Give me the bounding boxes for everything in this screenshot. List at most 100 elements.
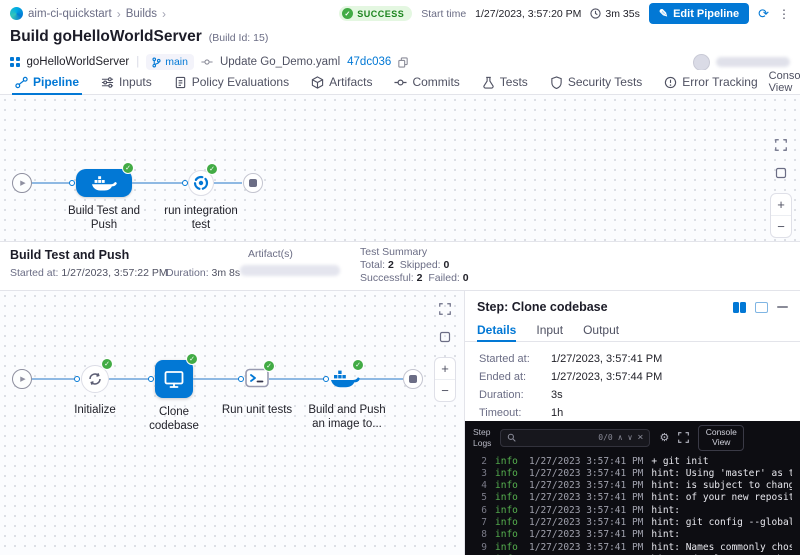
log-body[interactable]: 2info1/27/2023 3:57:41 PM+ git init 3inf… — [465, 455, 800, 555]
fit-view-icon[interactable] — [437, 329, 453, 345]
more-options-icon[interactable]: ⋮ — [778, 7, 790, 21]
artifact-value-redacted — [240, 265, 340, 276]
stage-name: Build Test and Push — [10, 248, 129, 262]
search-close-icon[interactable]: × — [637, 433, 643, 443]
step-node-run-unit-tests[interactable] — [245, 368, 269, 393]
copy-icon[interactable] — [398, 57, 408, 68]
node-port — [323, 376, 329, 382]
fullscreen-icon[interactable] — [437, 301, 453, 317]
tab-policy-evaluations[interactable]: Policy Evaluations — [163, 70, 300, 94]
step-label[interactable]: Initialize — [55, 403, 135, 417]
tab-inputs[interactable]: Inputs — [90, 70, 163, 94]
commit-message: Update Go_Demo.yaml — [220, 56, 340, 68]
monitor-icon — [164, 370, 184, 389]
stage-summary-bar: Build Test and Push Started at: 1/27/202… — [0, 241, 800, 290]
detail-value: 1h — [551, 407, 563, 419]
commit-sha-link[interactable]: 47dc036 — [347, 56, 391, 68]
policy-icon — [174, 76, 187, 89]
topbar-right: ✓ SUCCESS Start time 1/27/2023, 3:57:20 … — [339, 3, 790, 24]
tab-pipeline[interactable]: Pipeline — [4, 70, 90, 94]
log-line: 8info1/27/2023 3:57:41 PMhint: — [473, 529, 792, 541]
stage-duration: Duration: 3m 8s — [166, 267, 240, 279]
success-check-icon: ✓ — [186, 353, 198, 365]
step-details-panel: Step: Clone codebase Details Input Outpu… — [464, 290, 800, 555]
play-icon: ▶ — [20, 179, 25, 187]
step-label[interactable]: Build and Push an image to... — [301, 403, 393, 432]
alert-icon — [664, 76, 677, 89]
stage-start-node[interactable]: ▶ — [12, 369, 32, 389]
stage-end-node — [403, 369, 423, 389]
tab-input[interactable]: Input — [536, 319, 563, 341]
minimize-icon[interactable] — [777, 306, 788, 308]
edge — [214, 182, 242, 184]
elapsed-value: 3m 35s — [605, 8, 639, 20]
pipeline-start-node[interactable]: ▶ — [12, 173, 32, 193]
build-title-row: Build goHelloWorldServer (Build Id: 15) — [10, 28, 268, 46]
stage-label[interactable]: run integration test — [160, 204, 242, 233]
fit-view-icon[interactable] — [773, 165, 789, 181]
detail-label: Duration: — [479, 389, 551, 401]
fullscreen-icon[interactable] — [773, 137, 789, 153]
log-search-box[interactable]: 0/0 ∧ ∨ × — [500, 429, 650, 447]
console-view-button[interactable]: Console View — [698, 425, 744, 451]
step-panel-title: Step: Clone codebase — [477, 300, 608, 314]
stage-label[interactable]: Build Test and Push — [64, 204, 144, 233]
detail-label: Started at: — [479, 353, 551, 365]
node-port — [148, 376, 154, 382]
breadcrumb-project[interactable]: aim-ci-quickstart — [28, 8, 112, 20]
tab-label: Tests — [500, 75, 528, 89]
repo-name[interactable]: goHelloWorldServer — [27, 56, 130, 68]
log-search-input[interactable] — [521, 433, 593, 443]
tab-error-tracking[interactable]: Error Tracking — [653, 70, 768, 94]
zoom-out-button[interactable]: − — [771, 216, 791, 237]
stage-node-build-test-and-push[interactable] — [76, 169, 132, 197]
search-prev-icon[interactable]: ∧ — [618, 434, 623, 442]
step-node-build-and-push[interactable] — [330, 368, 360, 394]
pipeline-canvas[interactable]: ▶ ✓ Build Test and Push ✓ run integratio… — [0, 95, 800, 241]
tab-tests[interactable]: Tests — [471, 70, 539, 94]
edit-pipeline-label: Edit Pipeline — [673, 8, 739, 20]
breadcrumb-builds[interactable]: Builds — [126, 8, 157, 20]
tab-label: Error Tracking — [682, 75, 757, 89]
search-icon — [507, 433, 516, 442]
refresh-icon[interactable]: ⟳ — [758, 6, 769, 22]
sync-icon — [87, 371, 103, 387]
split-view-icon[interactable] — [733, 302, 746, 313]
branch-pill[interactable]: main — [146, 54, 194, 70]
divider: | — [136, 56, 139, 68]
tab-commits[interactable]: Commits — [383, 70, 470, 94]
edit-pipeline-button[interactable]: ✎ Edit Pipeline — [649, 3, 749, 24]
tab-artifacts[interactable]: Artifacts — [300, 70, 383, 94]
bottom-view-icon[interactable] — [755, 302, 768, 313]
zoom-in-button[interactable]: + — [435, 358, 455, 380]
sliders-icon — [101, 76, 114, 89]
step-node-clone-codebase[interactable] — [155, 360, 193, 398]
page-title: Build goHelloWorldServer — [10, 28, 202, 46]
zoom-controls: + − — [770, 193, 792, 238]
tab-security-tests[interactable]: Security Tests — [539, 70, 653, 94]
console-view-control: Console View — [769, 70, 800, 94]
detail-label: Ended at: — [479, 371, 551, 383]
stop-icon — [409, 375, 417, 383]
test-summary-line1: Total: 2 Skipped: 0 — [360, 259, 449, 271]
canvas-toolbar: + − — [434, 301, 456, 402]
build-id: (Build Id: 15) — [209, 32, 269, 44]
zoom-out-button[interactable]: − — [435, 380, 455, 401]
branch-icon — [152, 57, 161, 68]
detail-value: 3s — [551, 389, 563, 401]
clock-icon — [590, 8, 601, 19]
log-settings-icon[interactable]: ⚙ — [659, 432, 669, 443]
log-expand-icon[interactable] — [678, 432, 689, 443]
success-check-icon: ✓ — [101, 358, 113, 370]
log-line: 2info1/27/2023 3:57:41 PM+ git init — [473, 456, 792, 468]
step-label[interactable]: Run unit tests — [217, 403, 297, 417]
tab-details[interactable]: Details — [477, 319, 516, 341]
search-next-icon[interactable]: ∨ — [628, 434, 633, 442]
tab-label: Policy Evaluations — [192, 75, 289, 89]
step-label[interactable]: Clone codebase — [134, 405, 214, 434]
start-time-value: 1/27/2023, 3:57:20 PM — [475, 8, 581, 20]
zoom-in-button[interactable]: + — [771, 194, 791, 216]
stage-steps-canvas[interactable]: ▶ ✓ Initialize ✓ Clone codebase ✓ Run un… — [0, 290, 464, 555]
tab-label: Commits — [412, 75, 459, 89]
tab-output[interactable]: Output — [583, 319, 619, 341]
